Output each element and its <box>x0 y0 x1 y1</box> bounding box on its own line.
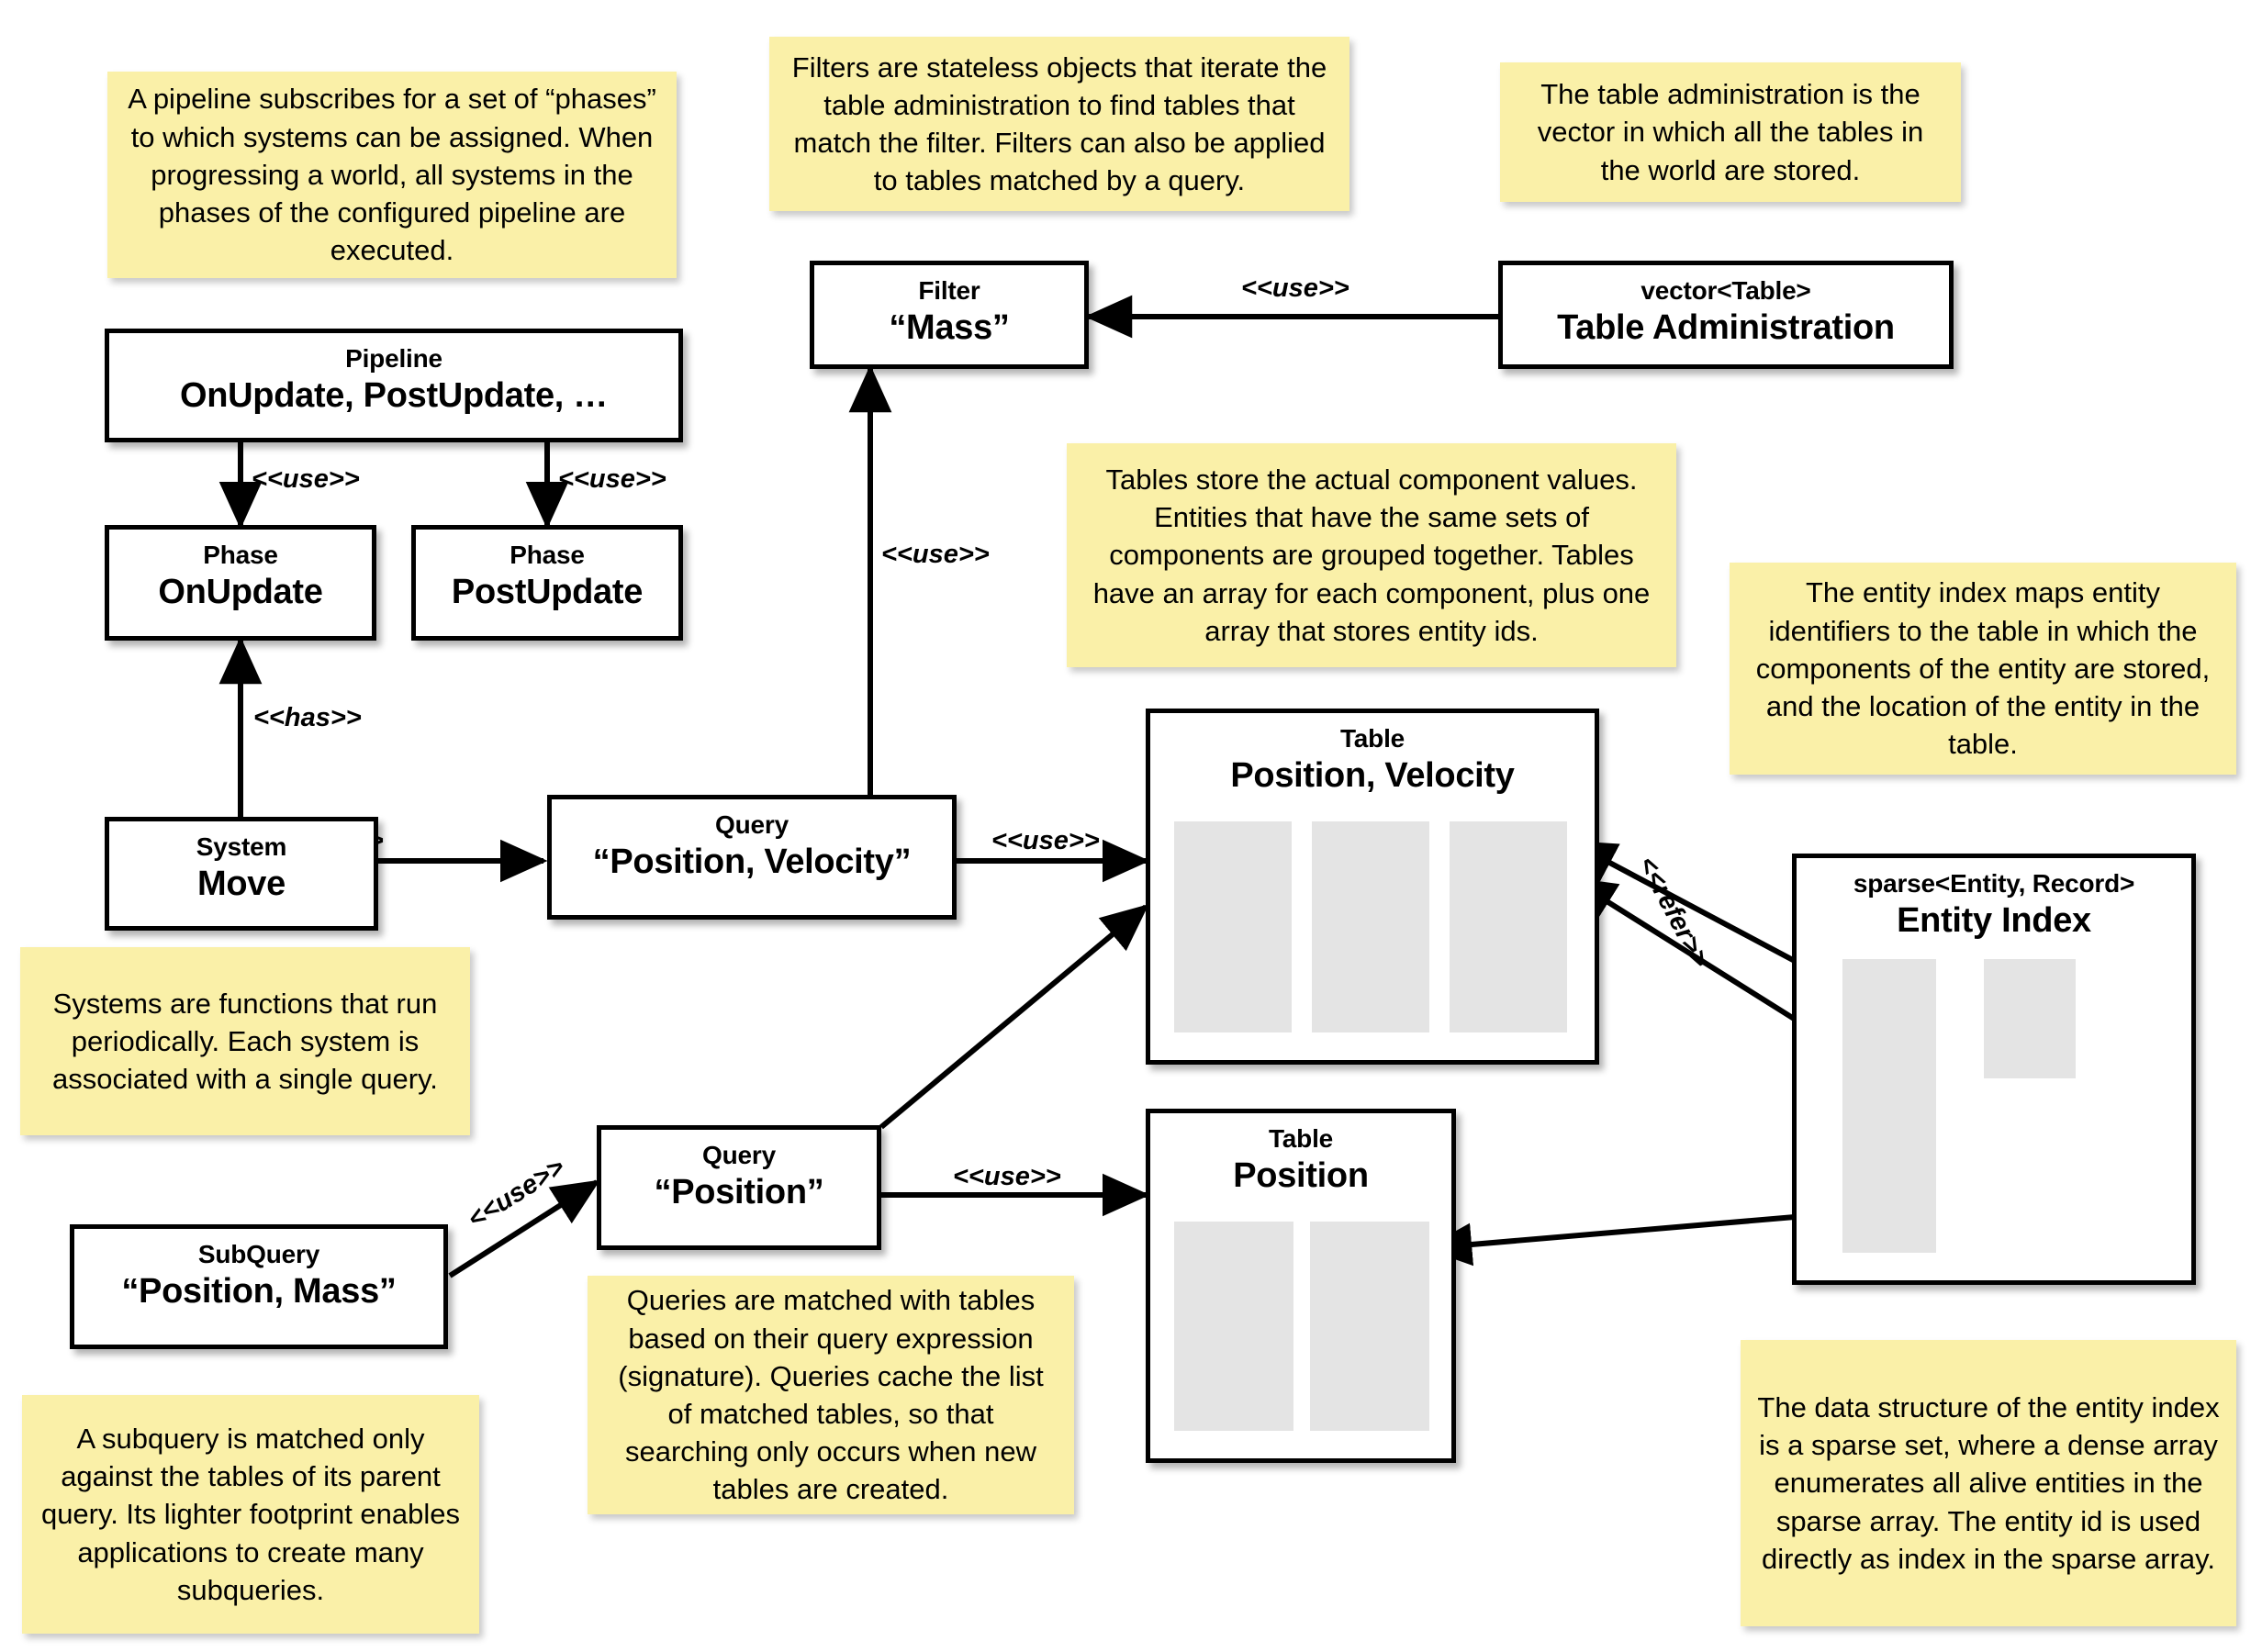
node-query-position-name: “Position” <box>654 1173 824 1212</box>
note-sparse-set: The data structure of the entity index i… <box>1741 1340 2236 1626</box>
note-pipeline: A pipeline subscribes for a set of “phas… <box>107 72 677 278</box>
node-query-position[interactable]: Query “Position” <box>597 1125 881 1250</box>
node-pipeline[interactable]: Pipeline OnUpdate, PostUpdate, … <box>105 329 683 442</box>
dense-array-bar <box>1984 959 2076 1078</box>
node-filter-mass-stereotype: Filter <box>918 276 980 305</box>
table-position-columns <box>1174 1222 1433 1431</box>
node-phase-postupdate[interactable]: Phase PostUpdate <box>411 525 683 641</box>
node-subquery-position-mass-stereotype: SubQuery <box>197 1240 320 1268</box>
note-queries: Queries are matched with tables based on… <box>588 1276 1074 1514</box>
edge-label-pipeline-postupdate: <<use>> <box>558 464 666 494</box>
column-bar <box>1310 1222 1429 1431</box>
node-entity-index[interactable]: sparse<Entity, Record> Entity Index <box>1792 854 2196 1285</box>
node-filter-mass[interactable]: Filter “Mass” <box>810 261 1089 369</box>
note-systems: Systems are functions that run periodica… <box>20 947 470 1135</box>
note-table-administration: The table administration is the vector i… <box>1500 62 1961 202</box>
node-phase-onupdate-stereotype: Phase <box>203 541 278 569</box>
node-table-administration-name: Table Administration <box>1557 308 1895 348</box>
column-bar <box>1174 821 1292 1032</box>
node-entity-index-name: Entity Index <box>1897 901 2091 941</box>
node-pipeline-stereotype: Pipeline <box>345 344 442 373</box>
edge-label-subquery-query: <<use>> <box>463 1152 570 1235</box>
node-query-position-velocity[interactable]: Query “Position, Velocity” <box>547 795 957 920</box>
edge-label-queryposition-table-p: <<use>> <box>953 1162 1061 1191</box>
node-subquery-position-mass[interactable]: SubQuery “Position, Mass” <box>70 1224 448 1349</box>
column-bar <box>1450 821 1567 1032</box>
sparse-array-bar <box>1842 959 1936 1253</box>
column-bar <box>1174 1222 1293 1431</box>
node-entity-index-stereotype: sparse<Entity, Record> <box>1853 869 2135 898</box>
edge-label-query-table-pv: <<use>> <box>991 826 1100 855</box>
node-table-position-name: Position <box>1233 1156 1369 1196</box>
node-table-position-stereotype: Table <box>1268 1124 1334 1153</box>
node-phase-postupdate-stereotype: Phase <box>510 541 585 569</box>
node-query-position-velocity-name: “Position, Velocity” <box>592 843 912 882</box>
node-phase-postupdate-name: PostUpdate <box>451 573 644 612</box>
node-table-position-velocity[interactable]: Table Position, Velocity <box>1146 709 1599 1065</box>
edge-label-pipeline-onupdate: <<use>> <box>252 464 360 494</box>
node-table-position-velocity-name: Position, Velocity <box>1230 756 1515 796</box>
node-system-move-name: Move <box>197 865 286 904</box>
node-system-move[interactable]: System Move <box>105 817 378 931</box>
node-table-administration[interactable]: vector<Table> Table Administration <box>1498 261 1954 369</box>
node-pipeline-name: OnUpdate, PostUpdate, … <box>179 376 609 416</box>
node-filter-mass-name: “Mass” <box>889 308 1010 348</box>
table-position-velocity-columns <box>1174 821 1569 1032</box>
note-subquery: A subquery is matched only against the t… <box>22 1395 479 1634</box>
edge-label-tableadmin-filter: <<use>> <box>1241 273 1349 303</box>
node-query-position-velocity-stereotype: Query <box>715 810 789 839</box>
node-system-move-stereotype: System <box>196 832 287 861</box>
edge-label-entityindex-refer: <<refer>> <box>1631 852 1716 973</box>
column-bar <box>1312 821 1429 1032</box>
node-phase-onupdate-name: OnUpdate <box>158 573 323 612</box>
node-subquery-position-mass-name: “Position, Mass” <box>121 1272 397 1312</box>
node-table-position[interactable]: Table Position <box>1146 1109 1456 1463</box>
note-entity-index: The entity index maps entity identifiers… <box>1730 563 2236 775</box>
node-table-administration-stereotype: vector<Table> <box>1641 276 1811 305</box>
edge-label-query-filter: <<use>> <box>881 540 990 569</box>
note-filter: Filters are stateless objects that itera… <box>769 37 1349 211</box>
node-phase-onupdate[interactable]: Phase OnUpdate <box>105 525 376 641</box>
note-tables: Tables store the actual component values… <box>1067 443 1676 667</box>
edge-label-system-phase: <<has>> <box>253 703 362 732</box>
node-query-position-stereotype: Query <box>702 1141 776 1169</box>
node-table-position-velocity-stereotype: Table <box>1339 724 1405 753</box>
